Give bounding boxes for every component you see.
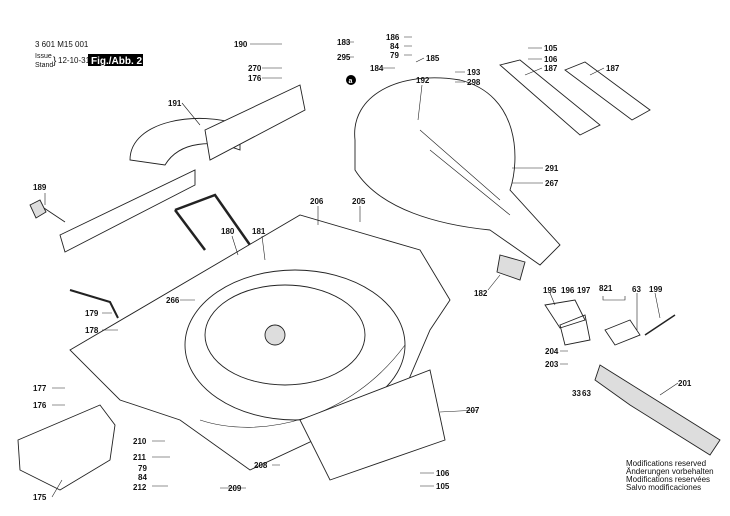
callout: 205	[352, 197, 366, 206]
callout: 197	[577, 286, 591, 295]
callout: 187	[606, 64, 620, 73]
callout: 209	[228, 484, 242, 493]
callout: 190	[234, 40, 248, 49]
figure-title: Fig./Abb. 2	[91, 56, 143, 67]
callout: 193	[467, 68, 481, 77]
extension-part	[17, 404, 116, 491]
callout: 106	[436, 469, 450, 478]
callout: 106	[544, 55, 558, 64]
callout: 63	[582, 389, 591, 398]
callout: 176	[248, 74, 262, 83]
callout: 189	[33, 183, 47, 192]
callout: 186	[386, 33, 400, 42]
svg-text:a: a	[349, 78, 353, 85]
callout: 84	[138, 473, 147, 482]
callout-labels: 190 270 176 191 189 180 181 206 205 266 …	[33, 33, 692, 502]
callout: 79	[390, 51, 399, 60]
callout: 79	[138, 464, 147, 473]
marker-a	[346, 75, 356, 85]
callout: 182	[474, 289, 488, 298]
note: Salvo modificaciones	[626, 483, 701, 492]
callout: 206	[310, 197, 324, 206]
part-number: 3 601 M15 001	[35, 40, 89, 49]
callout: 821	[599, 284, 613, 293]
callout: 291	[545, 164, 559, 173]
callout: 266	[166, 296, 180, 305]
handle-part	[594, 364, 721, 456]
callout: 181	[252, 227, 266, 236]
lever-part	[69, 289, 119, 319]
callout: 63	[632, 285, 641, 294]
callout: 191	[168, 99, 182, 108]
screw-part	[644, 314, 676, 336]
callout: 176	[33, 401, 47, 410]
knob-part	[29, 199, 66, 223]
callout: 208	[254, 461, 268, 470]
callout: 185	[426, 54, 440, 63]
part-182	[496, 254, 526, 281]
callout: 177	[33, 384, 47, 393]
callout: 192	[416, 76, 430, 85]
callout: 210	[133, 437, 147, 446]
callout: 187	[544, 64, 558, 73]
callout: 201	[678, 379, 692, 388]
callout: 204	[545, 347, 559, 356]
svg-text:}: }	[53, 56, 57, 67]
callout: 84	[390, 42, 399, 51]
rail-part	[499, 59, 601, 136]
note: Änderungen vorbehalten	[626, 467, 714, 476]
callout: 105	[544, 44, 558, 53]
rail-part	[564, 61, 651, 121]
callout: 178	[85, 326, 99, 335]
stand-label: Stand	[35, 62, 53, 69]
callout: 183	[337, 38, 351, 47]
upper-housing-part	[354, 77, 561, 281]
callout: 105	[436, 482, 450, 491]
clamp-parts	[544, 299, 641, 346]
callout: 33	[572, 389, 581, 398]
note: Modifications reservées	[626, 475, 710, 484]
saw-base-part	[69, 214, 451, 471]
callout: 184	[370, 64, 384, 73]
note: Modifications reserved	[626, 459, 706, 468]
callout: 195	[543, 286, 557, 295]
callout: 298	[467, 78, 481, 87]
callout: 179	[85, 309, 99, 318]
issue-label: Issue	[35, 53, 52, 60]
clamp-part	[174, 193, 252, 251]
callout: 267	[545, 179, 559, 188]
modification-notes: Modifications reserved Änderungen vorbeh…	[626, 459, 714, 492]
callout: 212	[133, 483, 147, 492]
callout: 199	[649, 285, 663, 294]
callout: 203	[545, 360, 559, 369]
fence-part	[59, 84, 306, 253]
guard-part	[299, 369, 446, 481]
callout: 295	[337, 53, 351, 62]
callout: 180	[221, 227, 235, 236]
callout: 270	[248, 64, 262, 73]
callout: 211	[133, 453, 146, 462]
callout: 196	[561, 286, 575, 295]
issue-date: 12-10-31	[58, 56, 91, 65]
figure-box	[88, 54, 143, 66]
leader-lines	[44, 36, 679, 498]
callout: 175	[33, 493, 47, 502]
